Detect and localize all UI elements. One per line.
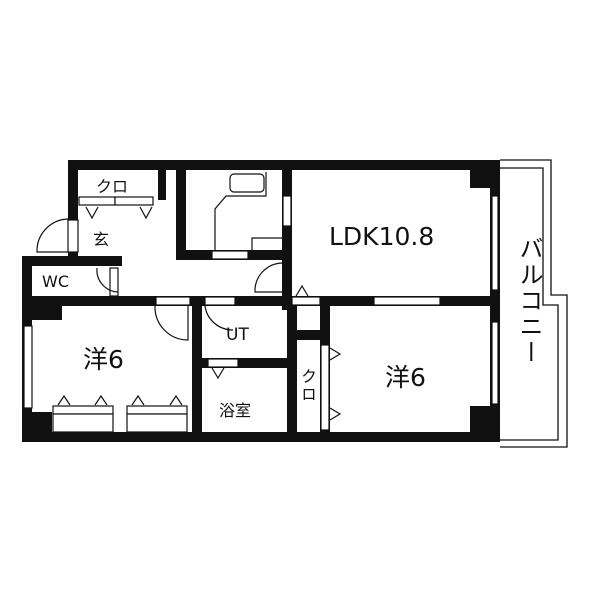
room-label-bath: 浴室 xyxy=(219,401,252,420)
room-label-closet-entry: クロ xyxy=(96,177,129,196)
room-label-western-left: 洋6 xyxy=(83,345,124,374)
room-label-balcony: バルコニー xyxy=(515,236,543,366)
room-label-ut: UT xyxy=(226,325,249,345)
room-label-entrance: 玄 xyxy=(93,230,110,249)
room-label-wc: WC xyxy=(42,272,69,291)
room-label-ldk: LDK10.8 xyxy=(329,222,435,251)
room-label-western-right: 洋6 xyxy=(385,363,426,392)
room-label-closet-right: クロ xyxy=(298,368,317,404)
